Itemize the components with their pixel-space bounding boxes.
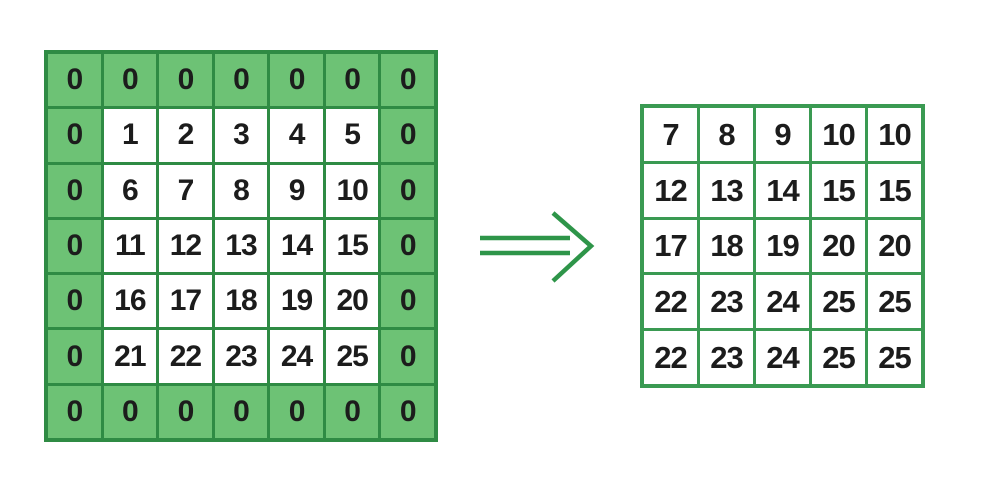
grid-cell: 0 (48, 275, 101, 328)
grid-cell: 8 (214, 164, 268, 217)
grid-cell: 25 (812, 331, 865, 384)
grid-cell: 21 (103, 330, 157, 383)
grid-cell: 0 (381, 219, 434, 273)
grid-cell: 5 (325, 109, 379, 162)
grid-cell: 0 (381, 54, 434, 107)
grid-cell: 25 (812, 275, 865, 329)
grid-cell: 0 (381, 330, 434, 383)
grid-cell: 19 (270, 275, 323, 328)
grid-cell: 20 (325, 275, 379, 328)
grid-cell: 24 (756, 275, 809, 329)
grid-cell: 0 (325, 54, 379, 107)
grid-cell: 22 (644, 275, 697, 329)
grid-cell: 0 (103, 385, 157, 438)
grid-cell: 12 (644, 163, 697, 217)
grid-cell: 17 (159, 275, 212, 328)
grid-cell: 14 (270, 219, 323, 273)
grid-cell: 4 (270, 109, 323, 162)
grid-cell: 11 (103, 219, 157, 273)
grid-cell: 0 (381, 109, 434, 162)
grid-cell: 3 (214, 109, 268, 162)
grid-cell: 15 (325, 219, 379, 273)
grid-cell: 12 (159, 219, 212, 273)
grid-cell: 23 (214, 330, 268, 383)
grid-cell: 10 (868, 108, 921, 161)
grid-cell: 14 (756, 163, 809, 217)
double-arrow-icon (470, 200, 620, 300)
grid-cell: 25 (868, 275, 921, 329)
grid-cell: 13 (214, 219, 268, 273)
grid-cell: 0 (48, 385, 101, 438)
grid-cell: 15 (812, 163, 865, 217)
grid-cell: 0 (270, 54, 323, 107)
grid-cell: 20 (812, 219, 865, 273)
grid-cell: 0 (159, 385, 212, 438)
grid-cell: 23 (700, 331, 753, 384)
grid-cell: 25 (325, 330, 379, 383)
grid-cell: 0 (214, 54, 268, 107)
grid-cell: 2 (159, 109, 212, 162)
grid-cell: 13 (700, 163, 753, 217)
grid-cell: 0 (48, 330, 101, 383)
grid-cell: 7 (159, 164, 212, 217)
grid-cell: 0 (48, 219, 101, 273)
grid-cell: 10 (325, 164, 379, 217)
grid-cell: 0 (381, 164, 434, 217)
grid-cell: 8 (700, 108, 753, 161)
grid-cell: 22 (159, 330, 212, 383)
grid-cell: 20 (868, 219, 921, 273)
grid-cell: 18 (214, 275, 268, 328)
grid-cell: 0 (214, 385, 268, 438)
grid-cell: 22 (644, 331, 697, 384)
grid-cell: 0 (270, 385, 323, 438)
grid-cell: 16 (103, 275, 157, 328)
grid-cell: 6 (103, 164, 157, 217)
grid-cell: 9 (756, 108, 809, 161)
grid-cell: 0 (48, 109, 101, 162)
grid-cell: 18 (700, 219, 753, 273)
grid-cell: 0 (159, 54, 212, 107)
grid-cell: 0 (381, 385, 434, 438)
grid-cell: 0 (381, 275, 434, 328)
grid-cell: 0 (48, 54, 101, 107)
grid-cell: 10 (812, 108, 865, 161)
grid-cell: 1 (103, 109, 157, 162)
grid-cell: 24 (756, 331, 809, 384)
grid-cell: 0 (103, 54, 157, 107)
grid-cell: 0 (325, 385, 379, 438)
grid-cell: 25 (868, 331, 921, 384)
grid-cell: 15 (868, 163, 921, 217)
grid-cell: 24 (270, 330, 323, 383)
grid-cell: 9 (270, 164, 323, 217)
grid-cell: 0 (48, 164, 101, 217)
grid-cell: 7 (644, 108, 697, 161)
grid-cell: 23 (700, 275, 753, 329)
grid-cell: 19 (756, 219, 809, 273)
grid-cell: 17 (644, 219, 697, 273)
